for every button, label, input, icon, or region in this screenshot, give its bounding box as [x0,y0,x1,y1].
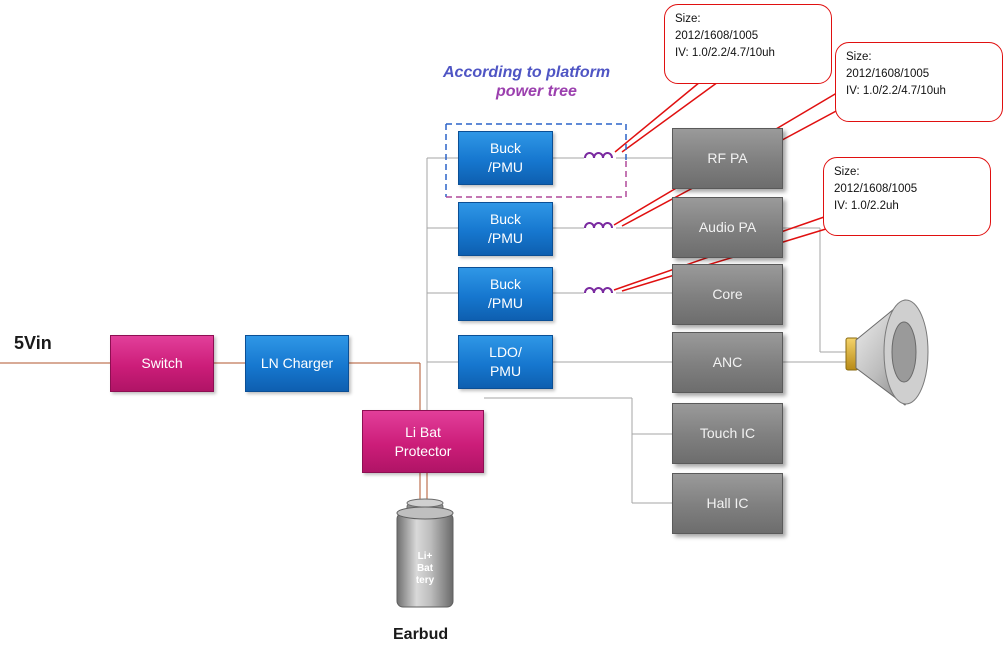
battery-protector-block: Li Bat Protector [362,410,484,473]
inductor-spec-callout-3: Size: 2012/1608/1005 IV: 1.0/2.2uh [823,157,991,236]
platform-note-line2: power tree [496,83,577,100]
ldo-label-line2: PMU [489,363,522,379]
buck3-label-line2: /PMU [488,295,523,311]
inductor-spec-callout-2: Size: 2012/1608/1005 IV: 1.0/2.2/4.7/10u… [835,42,1003,122]
touch-ic-label: Touch IC [699,425,756,441]
input-voltage-label: 5Vin [14,333,52,353]
callout3-line3: IV: 1.0/2.2uh [834,200,899,212]
buck-pmu-block-3: Buck /PMU [458,267,553,321]
protector-label-line1: Li Bat [405,423,441,440]
ldo-pmu-block: LDO/ PMU [458,335,553,389]
callout2-line1: Size: [846,51,872,63]
ldo-label-line1: LDO/ [489,344,522,360]
callout2-line3: IV: 1.0/2.2/4.7/10uh [846,85,946,97]
inductor-spec-callout-1: Size: 2012/1608/1005 IV: 1.0/2.2/4.7/10u… [664,4,832,84]
callout3-line2: 2012/1608/1005 [834,183,918,195]
callout3-line1: Size: [834,166,860,178]
inductor-icon [584,152,613,294]
buck2-label-line2: /PMU [488,230,523,246]
protector-label-line2: Protector [394,442,452,459]
hall-ic-label: Hall IC [706,495,749,511]
callout1-line2: 2012/1608/1005 [675,30,759,42]
buck-pmu-block-2: Buck /PMU [458,202,553,256]
audio-pa-label: Audio PA [698,219,757,235]
buck3-label-line1: Buck [489,276,522,292]
charger-label: LN Charger [260,355,334,371]
callout1-line3: IV: 1.0/2.2/4.7/10uh [675,47,775,59]
touch-ic-block: Touch IC [672,403,783,464]
battery-icon [396,498,454,608]
anc-label: ANC [712,354,743,370]
callout2-line2: 2012/1608/1005 [846,68,930,80]
earbud-label: Earbud [393,626,449,643]
battery-label: Li+ Bat tery [397,551,453,587]
battery-label-line1: Li+ [417,551,433,562]
distribution-wires [426,157,848,504]
callout1-line1: Size: [675,13,701,25]
audio-pa-block: Audio PA [672,197,783,258]
core-label: Core [712,286,743,302]
main-power-wires [0,362,428,505]
battery-label-line2: Bat [416,563,434,574]
buck2-label-line1: Buck [489,211,522,227]
switch-block: Switch [110,335,214,392]
core-block: Core [672,264,783,325]
platform-dashed-box [445,123,627,198]
rf-pa-label: RF PA [707,150,748,166]
ln-charger-block: LN Charger [245,335,349,392]
speaker-icon [845,299,929,406]
buck1-label-line2: /PMU [488,159,523,175]
platform-note-line1: According to platform [443,64,611,81]
switch-label: Switch [141,355,183,371]
rf-pa-block: RF PA [672,128,783,189]
buck1-label-line1: Buck [489,140,522,156]
anc-block: ANC [672,332,783,393]
battery-label-line3: tery [415,575,435,586]
hall-ic-block: Hall IC [672,473,783,534]
buck-pmu-block-1: Buck /PMU [458,131,553,185]
